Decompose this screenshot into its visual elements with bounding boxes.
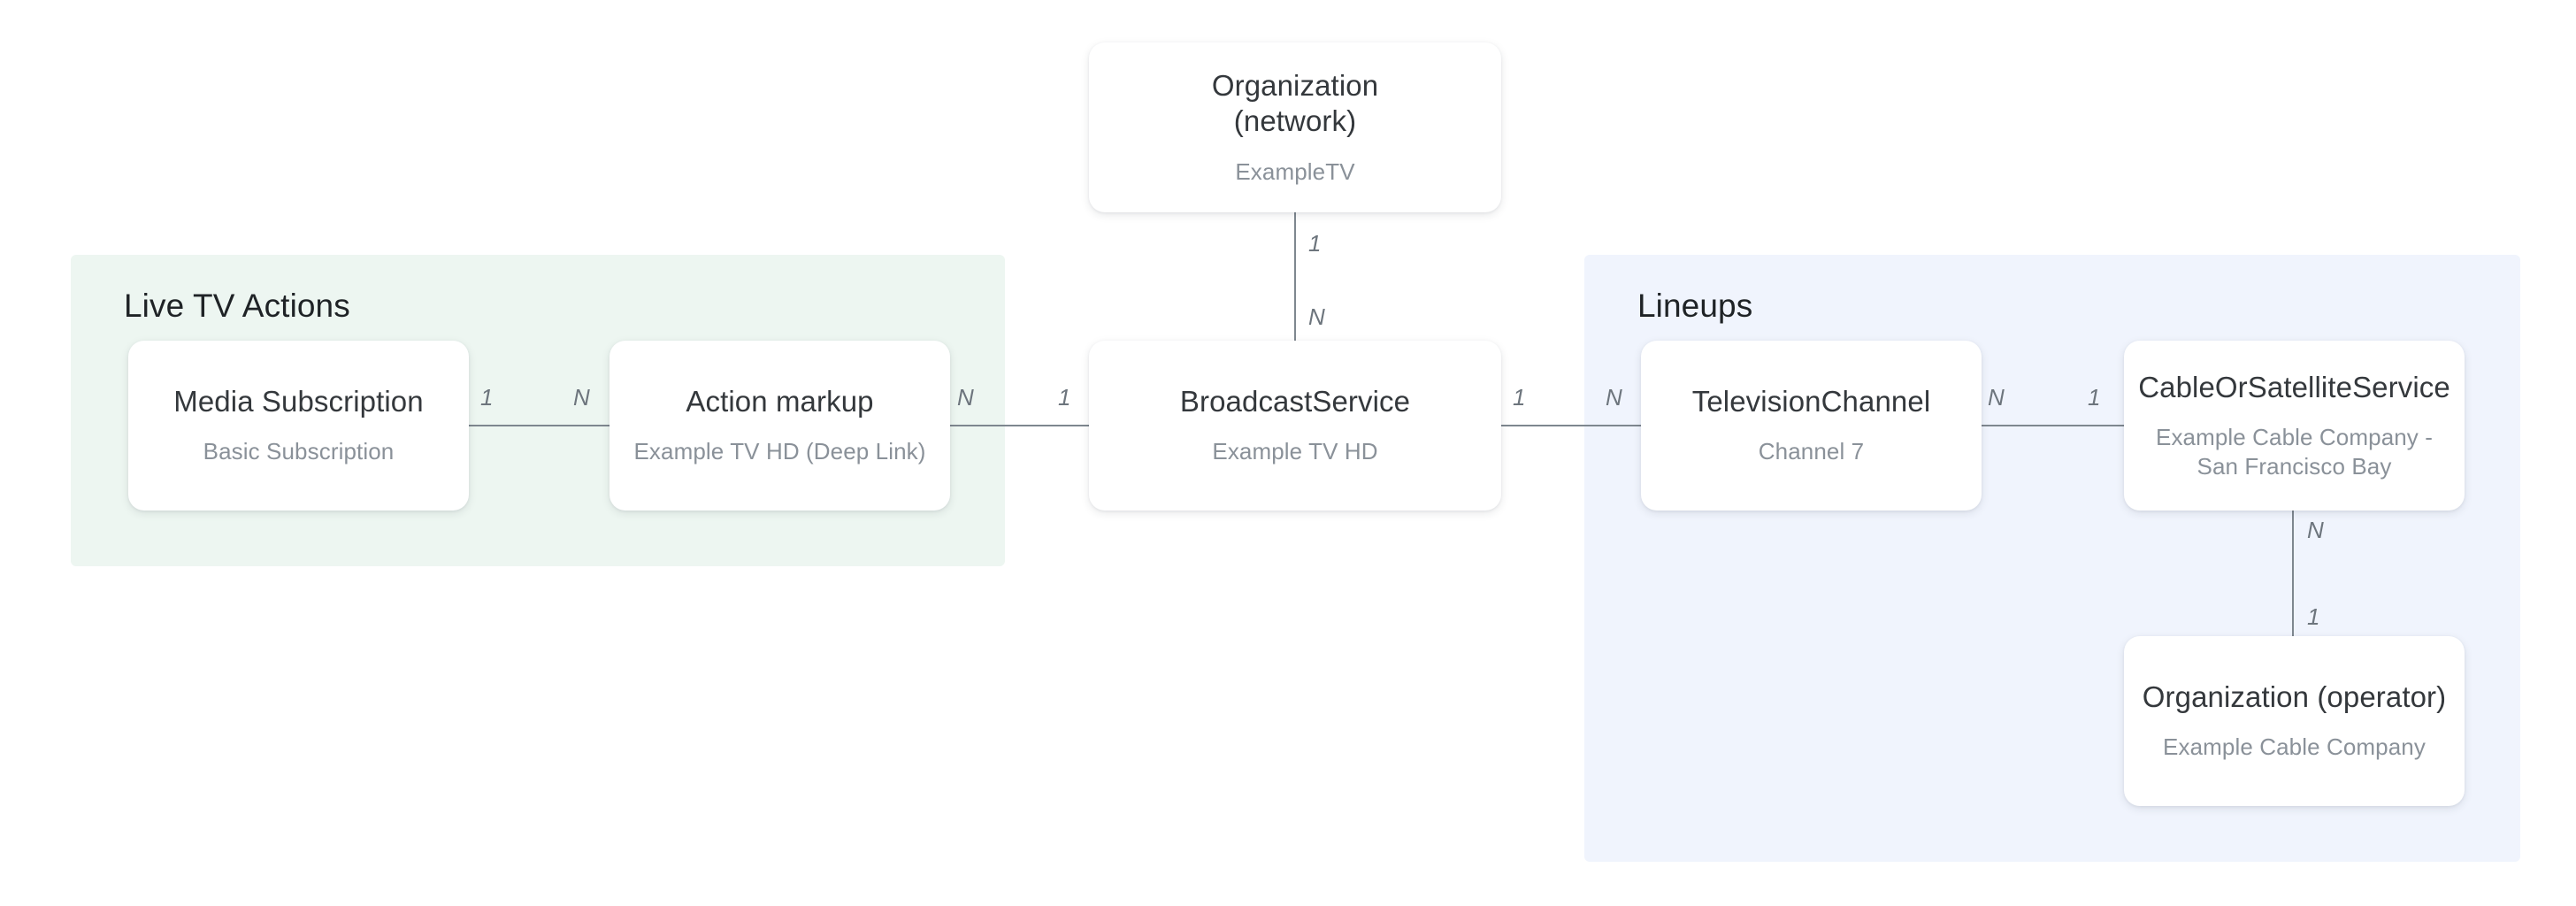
- node-media-subscription-subtitle: Basic Subscription: [203, 438, 395, 465]
- edge-label-action-markup-to-broadcast-service-from: N: [957, 384, 974, 411]
- node-television-channel-title: TelevisionChannel: [1691, 385, 1931, 418]
- edge-label-action-markup-to-broadcast-service-to: 1: [1058, 384, 1071, 411]
- group-live-tv-actions-title: Live TV Actions: [124, 288, 350, 324]
- node-organization-operator[interactable]: Organization (operator) Example Cable Co…: [2124, 636, 2465, 806]
- edge-label-broadcast-service-to-television-channel-to: N: [1606, 384, 1622, 411]
- node-cable-or-satellite-service[interactable]: CableOrSatelliteService Example Cable Co…: [2124, 341, 2465, 511]
- edge-label-cable-or-satellite-service-to-org-operator-from: N: [2307, 517, 2324, 543]
- edge-action-markup-to-broadcast-service: [943, 425, 1095, 426]
- edge-label-cable-or-satellite-service-to-org-operator-to: 1: [2307, 603, 2320, 630]
- node-broadcast-service[interactable]: BroadcastService Example TV HD: [1089, 341, 1501, 511]
- edge-label-media-subscription-to-action-markup-from: 1: [480, 384, 494, 411]
- edge-label-org-network-to-broadcast-service-to: N: [1308, 303, 1325, 330]
- node-action-markup-title: Action markup: [686, 385, 874, 418]
- edge-label-television-channel-to-cable-or-satellite-service-to: 1: [2088, 384, 2101, 411]
- edge-television-channel-to-cable-or-satellite-service: [1974, 425, 2128, 426]
- node-television-channel[interactable]: TelevisionChannel Channel 7: [1641, 341, 1982, 511]
- edge-label-media-subscription-to-action-markup-to: N: [573, 384, 590, 411]
- node-broadcast-service-title: BroadcastService: [1179, 385, 1411, 418]
- node-cable-or-satellite-service-title: CableOrSatelliteService: [2138, 370, 2450, 403]
- edge-label-org-network-to-broadcast-service-from: 1: [1308, 230, 1322, 257]
- edge-broadcast-service-to-television-channel: [1499, 425, 1647, 426]
- edge-org-network-to-broadcast-service: [1294, 212, 1296, 343]
- node-organization-operator-title: Organization (operator): [2142, 680, 2447, 714]
- node-organization-network-subtitle: ExampleTV: [1235, 157, 1355, 185]
- node-media-subscription-title: Media Subscription: [173, 385, 424, 418]
- node-cable-or-satellite-service-subtitle: Example Cable Company - San Francisco Ba…: [2156, 423, 2433, 480]
- edge-media-subscription-to-action-markup: [464, 425, 617, 426]
- edge-label-television-channel-to-cable-or-satellite-service-from: N: [1988, 384, 2005, 411]
- edge-cable-or-satellite-service-to-org-operator: [2292, 506, 2294, 639]
- node-media-subscription[interactable]: Media Subscription Basic Subscription: [128, 341, 469, 511]
- group-lineups-title: Lineups: [1637, 288, 1753, 324]
- edge-label-broadcast-service-to-television-channel-from: 1: [1513, 384, 1526, 411]
- node-television-channel-subtitle: Channel 7: [1758, 438, 1865, 465]
- node-action-markup-subtitle: Example TV HD (Deep Link): [633, 438, 926, 465]
- node-organization-operator-subtitle: Example Cable Company: [2163, 733, 2426, 761]
- node-action-markup[interactable]: Action markup Example TV HD (Deep Link): [610, 341, 950, 511]
- node-organization-network[interactable]: Organization (network) ExampleTV: [1089, 42, 1501, 212]
- node-organization-network-title: Organization (network): [1211, 69, 1379, 138]
- node-broadcast-service-subtitle: Example TV HD: [1212, 438, 1378, 465]
